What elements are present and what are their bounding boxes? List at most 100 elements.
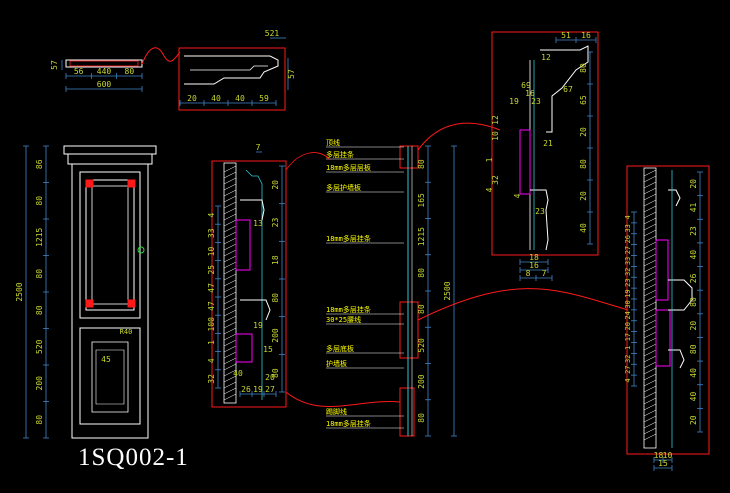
dim-text: 16 [529, 261, 539, 270]
wall-hatch [223, 267, 237, 275]
dim-text: 18 [654, 451, 664, 460]
cornice-profile [540, 45, 589, 133]
wall-hatch [223, 387, 237, 395]
dim-text: 40 [689, 368, 698, 378]
dim-text: 200 [271, 328, 280, 343]
callout-label: 多层挂条 [326, 150, 354, 159]
dim-text: 200 [417, 374, 426, 389]
wall-hatch [223, 249, 237, 257]
dim-text: 23 [531, 97, 541, 106]
dim-text: 1 [207, 340, 216, 345]
wall-hatch [643, 307, 657, 315]
upper-panel-inner [85, 179, 135, 311]
dim-text: 80 [417, 304, 426, 314]
cornice-profile [190, 65, 268, 71]
dim-text: 80 [579, 159, 588, 169]
wall-hatch [223, 225, 237, 233]
wall-hatch [223, 195, 237, 203]
dim-text: 600 [97, 80, 112, 89]
wall-hatch [643, 229, 657, 237]
callout-label: 18mm多层挂条 [326, 419, 371, 428]
wall-hatch [643, 301, 657, 309]
cornice-profile [184, 55, 279, 85]
wall-hatch [223, 369, 237, 377]
wall-hatch [223, 261, 237, 269]
dim-text: 41 [689, 202, 698, 212]
wall-hatch [643, 193, 657, 201]
dim-text: 4 [624, 215, 632, 219]
section-a: 7202318802008043310254747100143213191520… [207, 143, 287, 408]
dim-text: 56 [74, 67, 84, 76]
dim-text: 100 [207, 317, 216, 332]
dim-text: 520 [35, 339, 44, 354]
hatch-block [655, 309, 671, 367]
wall-hatch [643, 427, 657, 435]
door-frame [71, 163, 149, 439]
wall-hatch [223, 309, 237, 317]
dim-text: 10 [663, 451, 673, 460]
dim-text: 20 [265, 373, 275, 382]
wall-hatch [643, 409, 657, 417]
wall-hatch [223, 273, 237, 281]
wall-hatch [223, 363, 237, 371]
wall-hatch [223, 243, 237, 251]
wall-hatch [643, 175, 657, 183]
connector-curve [417, 122, 501, 151]
wall-hatch [223, 315, 237, 323]
dim-text: 4 [485, 187, 494, 192]
dim-text: 80 [689, 344, 698, 354]
dim-text: 23 [271, 218, 280, 228]
dim-text: 47 [207, 283, 216, 293]
dim-text: 7 [542, 269, 547, 278]
handle-marker [137, 246, 145, 254]
wall-hatch [643, 379, 657, 387]
dim-text: 4 [207, 213, 216, 218]
dim-text: 80 [271, 293, 280, 303]
dim-text: 24 [624, 311, 632, 319]
dim-text: 47 [207, 301, 216, 311]
wall-hatch [223, 237, 237, 245]
dim-text: 86 [35, 159, 44, 169]
wall-hatch [223, 321, 237, 329]
wall-hatch [643, 313, 657, 321]
dim-text: R40 [120, 328, 133, 336]
dim-text: 80 [125, 67, 135, 76]
wall-hatch [643, 403, 657, 411]
wall-hatch [643, 337, 657, 345]
upper-panel [79, 171, 141, 319]
connector-curve [417, 288, 629, 321]
wall-hatch [643, 295, 657, 303]
callout-frame [399, 387, 415, 437]
wall-hatch [223, 285, 237, 293]
wall-hatch [643, 205, 657, 213]
dim-text: 27 [624, 365, 632, 373]
dim-text: 1215 [417, 227, 426, 246]
dim-text: 67 [563, 85, 573, 94]
wall-hatch [643, 433, 657, 441]
wall-hatch [223, 171, 237, 179]
corner-marker [85, 299, 94, 308]
dim-text: 165 [417, 193, 426, 208]
wall-hatch [223, 207, 237, 215]
wall-hatch [643, 361, 657, 369]
wall-hatch [643, 271, 657, 279]
dim-text: 80 [35, 305, 44, 315]
wall-hatch [223, 165, 237, 173]
wall-hatch [643, 421, 657, 429]
corner-marker [127, 179, 136, 188]
dim-text: 19 [509, 97, 519, 106]
wall-hatch [643, 349, 657, 357]
connector-curve [285, 391, 401, 407]
dim-text: 20 [689, 415, 698, 425]
dim-text: 26 [241, 385, 251, 394]
dim-text: 26 [689, 273, 698, 283]
callout-label: 顶线 [326, 138, 340, 147]
wall-hatch [223, 339, 237, 347]
wall-hatch [223, 381, 237, 389]
wall-hatch [223, 189, 237, 197]
wall-hatch [643, 331, 657, 339]
dim-text: 8 [526, 269, 531, 278]
dim-text: 80 [689, 297, 698, 307]
